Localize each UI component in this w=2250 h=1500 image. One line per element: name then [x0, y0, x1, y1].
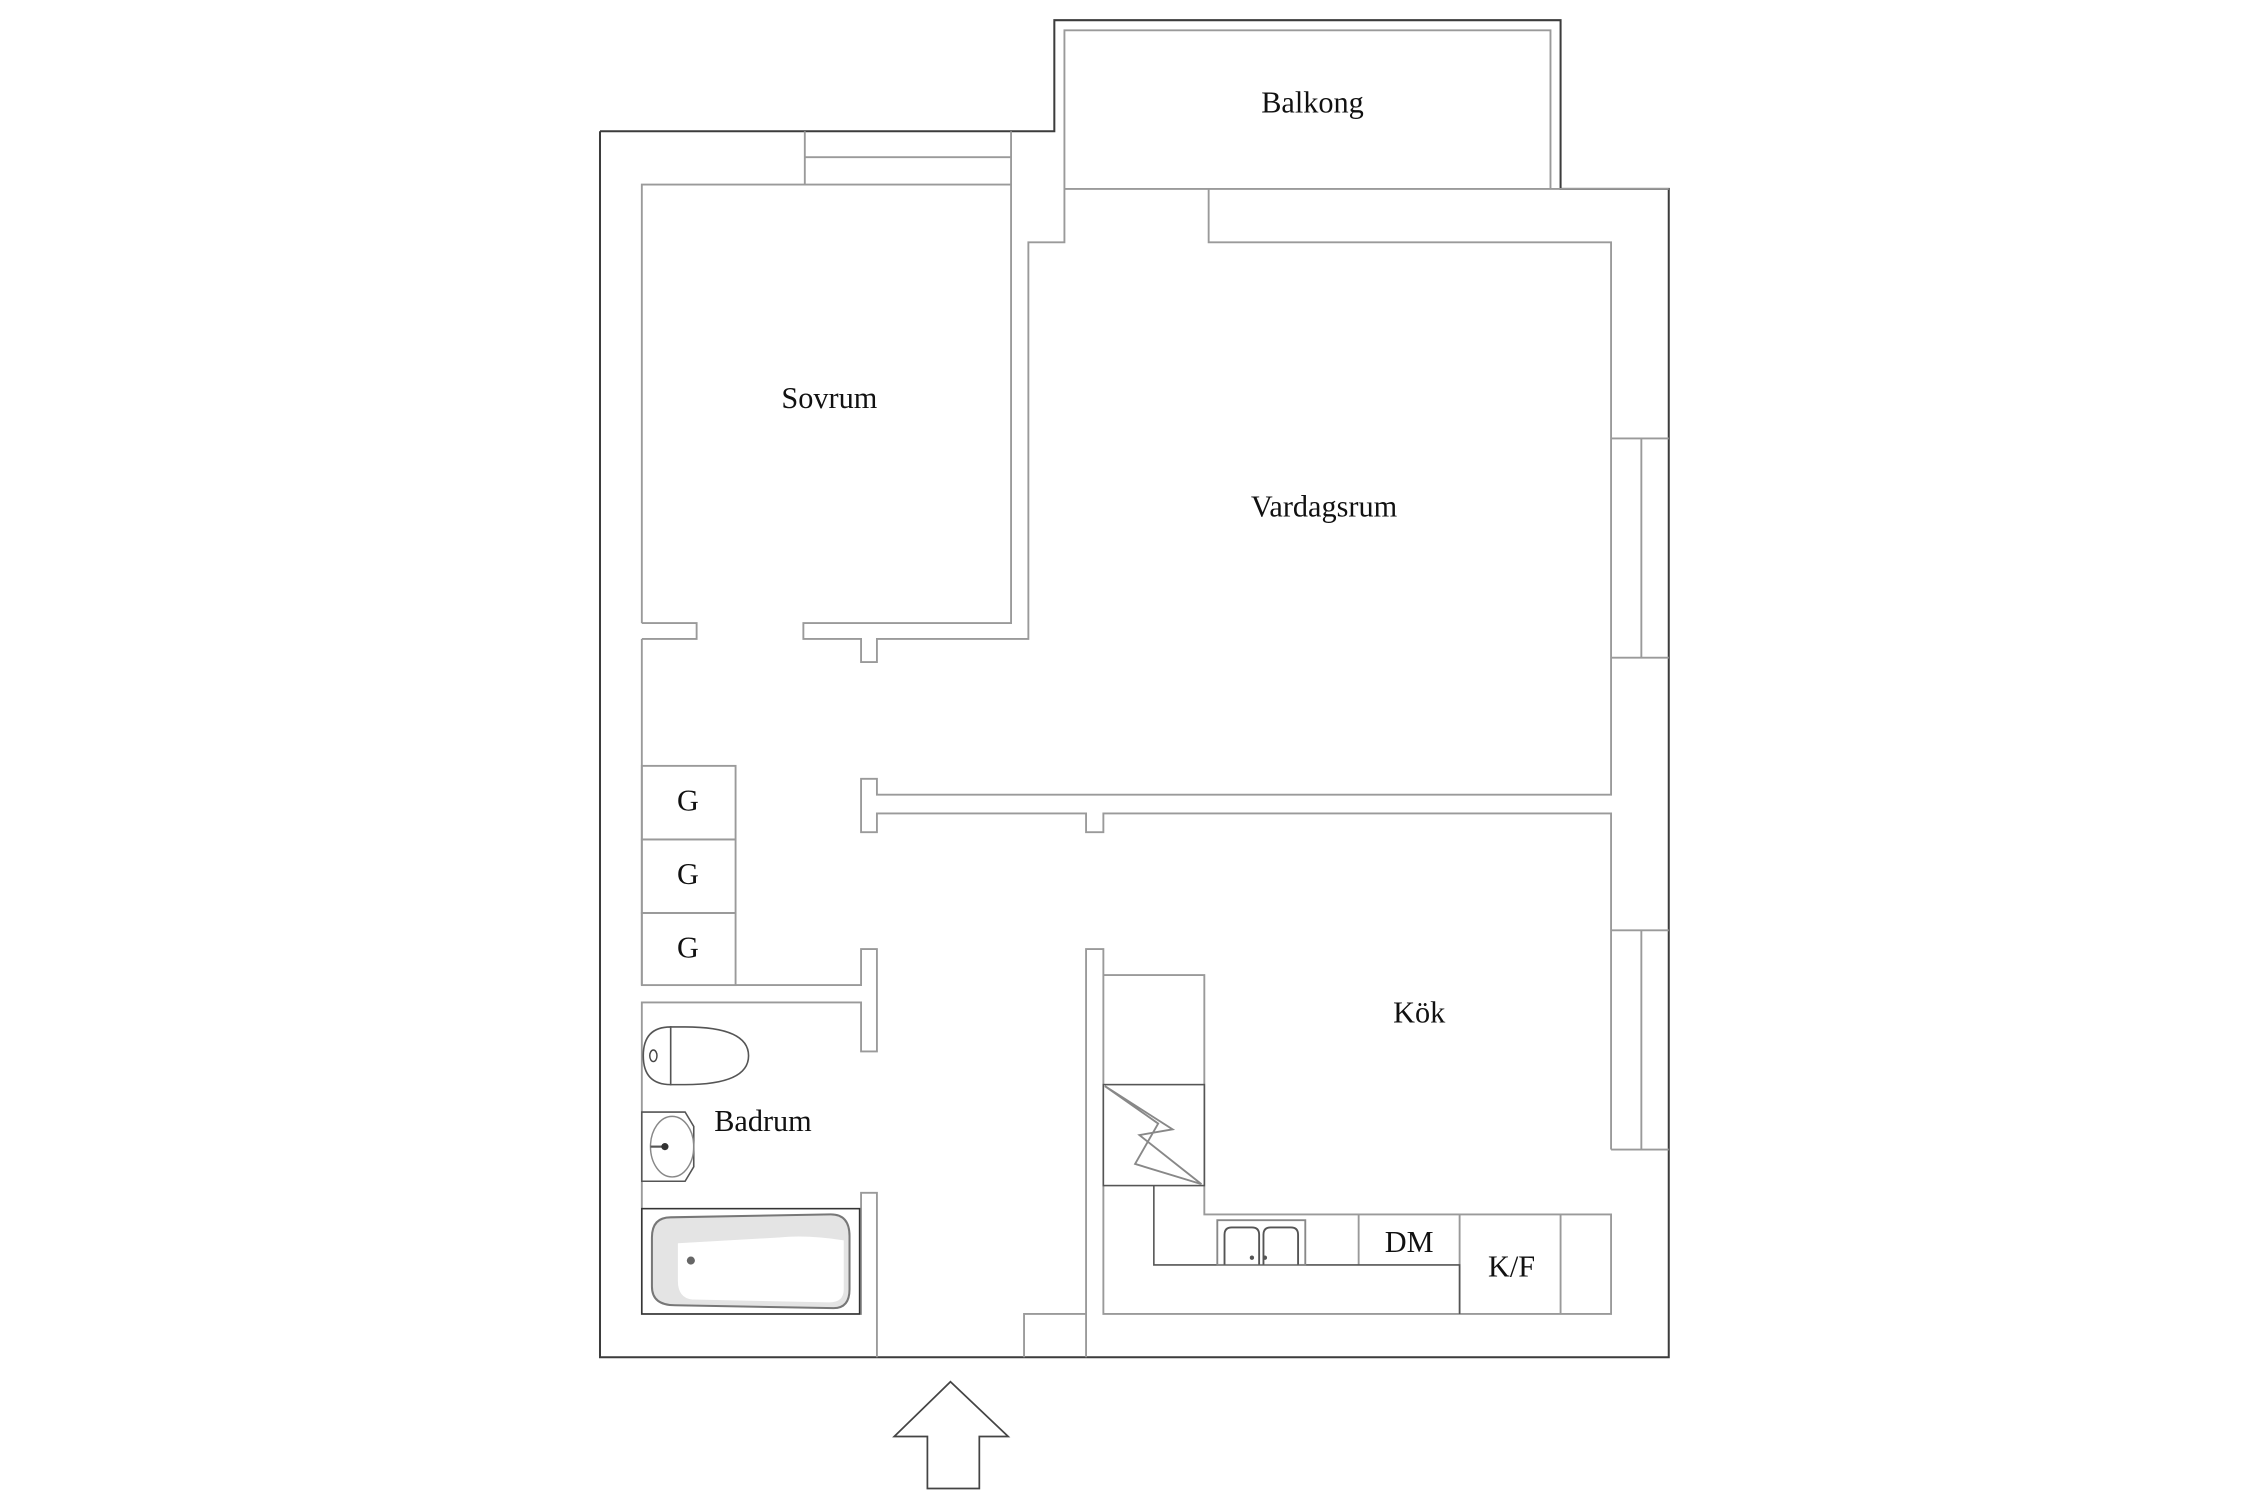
- hall-walls: [640, 638, 1105, 1358]
- living-room-label: Vardagsrum: [1251, 489, 1398, 523]
- sink-icon: [1216, 1219, 1307, 1266]
- washbasin-icon: [641, 1111, 695, 1183]
- toilet-icon: [642, 1026, 750, 1086]
- closet-label: G: [677, 784, 699, 818]
- closet-label: G: [677, 931, 699, 965]
- living-room-walls: [860, 188, 1669, 1150]
- kitchen-label: Kök: [1393, 996, 1446, 1030]
- dishwasher-label: DM: [1385, 1225, 1434, 1259]
- bedroom-window: [803, 131, 1012, 185]
- bathroom-label: Badrum: [714, 1104, 812, 1138]
- closet-label: G: [677, 857, 699, 891]
- balcony-label: Balkong: [1261, 86, 1364, 120]
- kitchen-walls: [1102, 929, 1669, 1315]
- entrance-arrow-icon: [892, 1380, 1011, 1490]
- bathtub-icon: [641, 1207, 861, 1315]
- balcony: [598, 19, 1670, 1359]
- bedroom-label: Sovrum: [781, 381, 877, 415]
- stove-icon: [1102, 1083, 1206, 1187]
- bedroom-walls: [640, 131, 1066, 663]
- fridge-freezer-label: K/F: [1488, 1249, 1535, 1283]
